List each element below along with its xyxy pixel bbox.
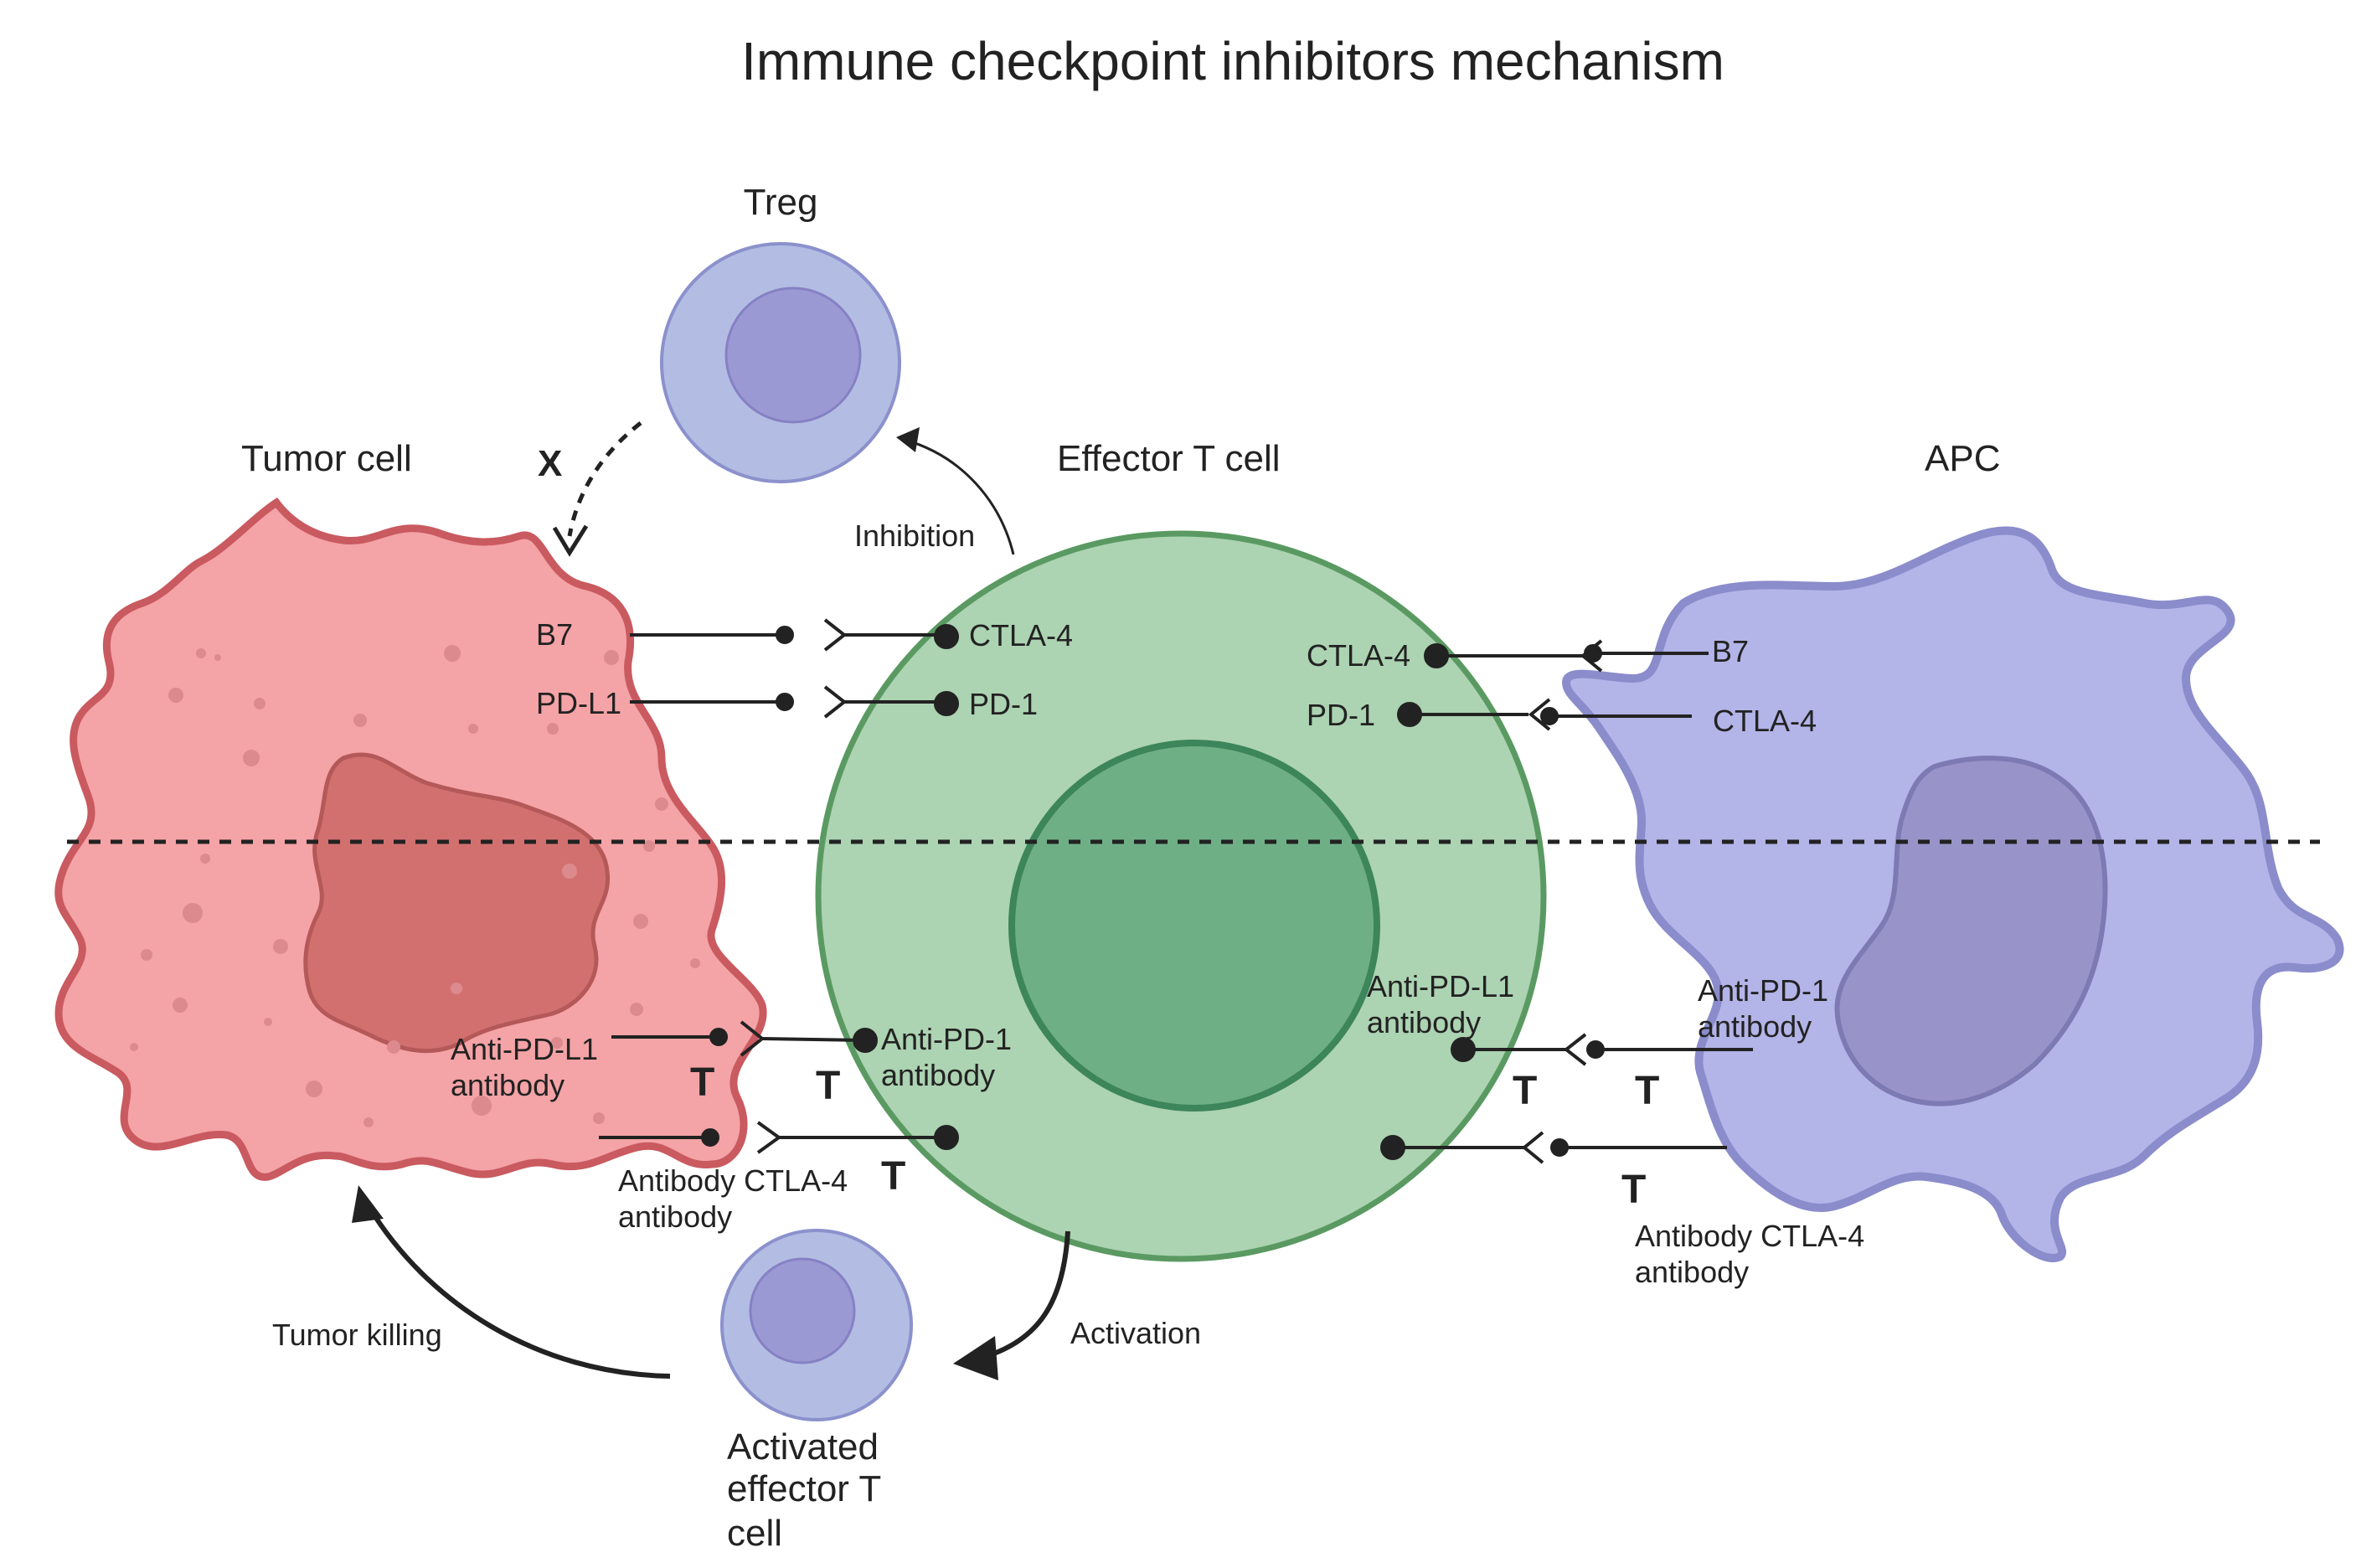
tumor-killing-arrow — [366, 1204, 671, 1379]
blocked-arrow-head — [552, 524, 589, 557]
activated-t-cell — [720, 1229, 913, 1421]
right-antipdl1-antibody — [1451, 1033, 1587, 1066]
right-antipd1-label-line1: Anti-PD-1 — [1698, 973, 1828, 1008]
right-antipd1-label-line2: antibody — [1698, 1009, 1812, 1044]
t-marker-3: T — [881, 1154, 905, 1199]
activated-label-line1: Activated — [727, 1426, 879, 1467]
left-antipd1-label-line2: antibody — [881, 1058, 995, 1092]
effector-t-cell — [815, 530, 1547, 1262]
treg-cell — [660, 242, 901, 483]
inhibition-label: Inhibition — [854, 518, 975, 553]
t-marker-2: T — [816, 1064, 840, 1108]
right-antipdl1-label-line1: Anti-PD-L1 — [1367, 969, 1514, 1003]
apc-nucleus — [1834, 756, 2108, 1106]
apc-cell — [1561, 526, 2344, 1262]
right-antipd1-antibody — [1586, 1040, 1753, 1059]
blocked-x-mark: X — [538, 443, 562, 484]
activated-nucleus — [749, 1257, 856, 1364]
inhibition-arrow-head — [896, 427, 920, 452]
activated-label-line2: effector T — [727, 1468, 881, 1509]
left-ctla4-antibody-label-line2: antibody — [618, 1199, 732, 1234]
tumor-killing-arrow-head — [352, 1185, 384, 1223]
left-ctla4-antibody-label-line1: Antibody CTLA-4 — [618, 1163, 848, 1198]
right-ctla4-label: CTLA-4 — [1307, 638, 1410, 673]
left-ctla4-label: CTLA-4 — [969, 618, 1073, 652]
tumor-cell-label: Tumor cell — [241, 438, 412, 479]
right-antipdl1-label-line2: antibody — [1367, 1005, 1481, 1039]
right-ctla4-antibody — [1380, 1131, 1727, 1164]
activation-label: Activation — [1070, 1316, 1201, 1350]
tumor-killing-label: Tumor killing — [272, 1318, 442, 1352]
left-antipd1-label-line1: Anti-PD-1 — [881, 1022, 1012, 1056]
t-marker-5: T — [1635, 1069, 1659, 1113]
left-antipd1-antibody — [740, 1020, 878, 1057]
right-ctla4-antibody-label-line2: antibody — [1635, 1255, 1749, 1289]
left-antipdl1-antibody — [611, 1028, 728, 1046]
left-pd1-label: PD-1 — [969, 687, 1038, 721]
effector-cell-label: Effector T cell — [1057, 438, 1281, 479]
left-b7-ctla4-pair — [630, 618, 959, 652]
effector-nucleus — [1008, 740, 1380, 1112]
t-marker-1: T — [690, 1060, 714, 1105]
tumor-cell — [54, 497, 767, 1181]
right-ctla4-b7-pair — [1424, 639, 1709, 673]
left-pdl1-pd1-pair — [630, 685, 959, 719]
activation-arrow — [983, 1230, 1070, 1359]
activation-arrow-head — [953, 1336, 998, 1380]
t-marker-6: T — [1621, 1168, 1646, 1212]
activated-label-line3: cell — [727, 1513, 782, 1554]
tumor-granules — [130, 645, 700, 1127]
tumor-nucleus — [303, 752, 611, 1054]
right-b7-label: B7 — [1712, 634, 1749, 668]
apc-ctla4-label: CTLA-4 — [1713, 704, 1817, 738]
diagram-title: Immune checkpoint inhibitors mechanism — [741, 31, 1724, 91]
left-antipdl1-label-line1: Anti-PD-L1 — [451, 1032, 598, 1066]
t-marker-4: T — [1513, 1069, 1537, 1113]
left-antipdl1-label-line2: antibody — [451, 1068, 564, 1102]
right-pd1-label: PD-1 — [1307, 698, 1375, 732]
treg-label: Treg — [744, 182, 818, 223]
left-ctla4-antibody — [599, 1121, 959, 1154]
inhibition-arrow — [904, 438, 1015, 555]
blocked-arrow — [567, 421, 642, 537]
apc-label: APC — [1925, 438, 2000, 479]
left-pdl1-label: PD-L1 — [536, 686, 621, 720]
right-ctla4-antibody-label-line1: Antibody CTLA-4 — [1635, 1219, 1864, 1253]
left-b7-label: B7 — [536, 617, 573, 652]
treg-nucleus — [724, 286, 862, 424]
right-pd1-ctla4-pair — [1397, 698, 1692, 731]
